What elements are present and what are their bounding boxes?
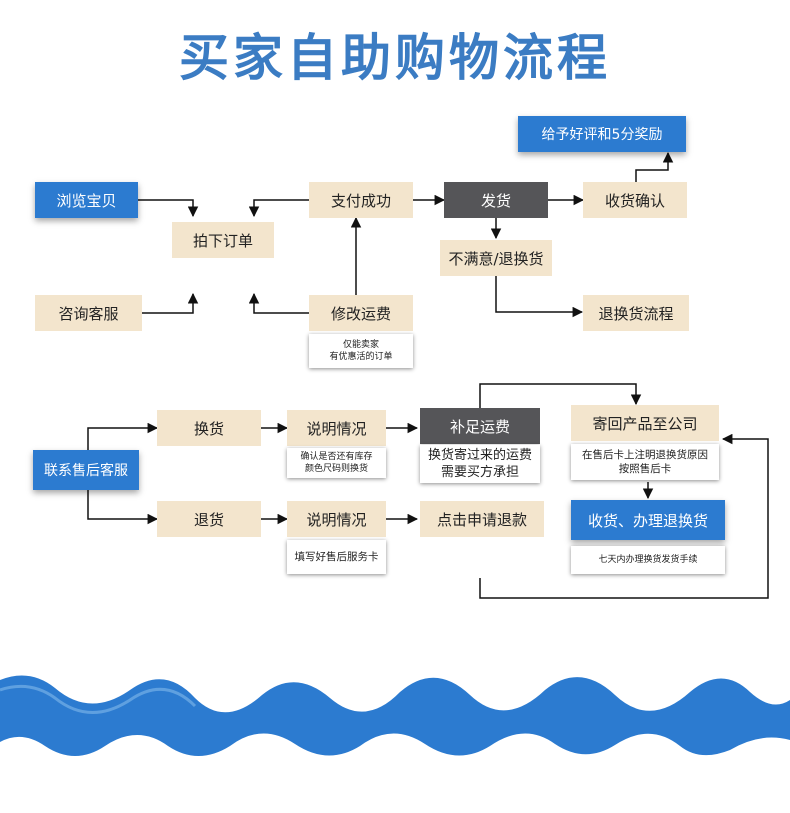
note-line: 在售后卡上注明退换货原因 <box>582 449 708 461</box>
browse-node: 浏览宝贝 <box>35 182 138 218</box>
note-line: 填写好售后服务卡 <box>294 551 379 563</box>
modify-fee-node: 修改运费 <box>309 295 413 331</box>
note-line: 换货寄过来的运费 <box>427 448 532 463</box>
note-line: 确认是否还有库存 <box>300 452 373 462</box>
note-line: 七天内办理换货发货手续 <box>598 555 698 565</box>
consult-service-node: 咨询客服 <box>35 295 142 331</box>
payment-success-node: 支付成功 <box>309 182 413 218</box>
supplement-fee-node: 补足运费 <box>420 408 540 444</box>
explain-exchange-note: 确认是否还有库存 颜色尺码则换货 <box>287 448 386 478</box>
page-title: 买家自助购物流程 <box>179 29 611 87</box>
modify-fee-note: 仅能卖家 有优惠活的订单 <box>309 334 413 368</box>
receipt-confirm-node: 收货确认 <box>583 182 687 218</box>
note-line: 颜色尺码则换货 <box>304 464 368 474</box>
send-back-note: 在售后卡上注明退换货原因 按照售后卡 <box>571 444 719 480</box>
unsatisfied-node: 不满意/退换货 <box>440 240 552 276</box>
ship-node: 发货 <box>444 182 548 218</box>
return-flow-node: 退换货流程 <box>583 295 689 331</box>
exchange-node: 换货 <box>157 410 261 446</box>
receive-process-node: 收货、办理退换货 <box>571 500 725 540</box>
explain-refund-note: 填写好售后服务卡 <box>287 540 386 574</box>
note-line: 有优惠活的订单 <box>329 352 393 362</box>
contact-aftersale-node: 联系售后客服 <box>33 450 139 490</box>
apply-refund-node: 点击申请退款 <box>420 501 544 537</box>
explain-refund-node: 说明情况 <box>287 501 386 537</box>
note-line: 仅能卖家 <box>342 340 379 350</box>
supplement-fee-note: 换货寄过来的运费 需要买方承担 <box>420 445 540 483</box>
review-reward-node: 给予好评和5分奖励 <box>518 116 686 152</box>
refund-node: 退货 <box>157 501 261 537</box>
place-order-node: 拍下订单 <box>172 222 274 258</box>
note-line: 按照售后卡 <box>618 463 672 475</box>
send-back-node: 寄回产品至公司 <box>571 405 719 441</box>
note-line: 需要买方承担 <box>440 465 519 480</box>
explain-exchange-node: 说明情况 <box>287 410 386 446</box>
receive-process-note: 七天内办理换货发货手续 <box>571 546 725 574</box>
wave-decoration <box>0 675 790 756</box>
